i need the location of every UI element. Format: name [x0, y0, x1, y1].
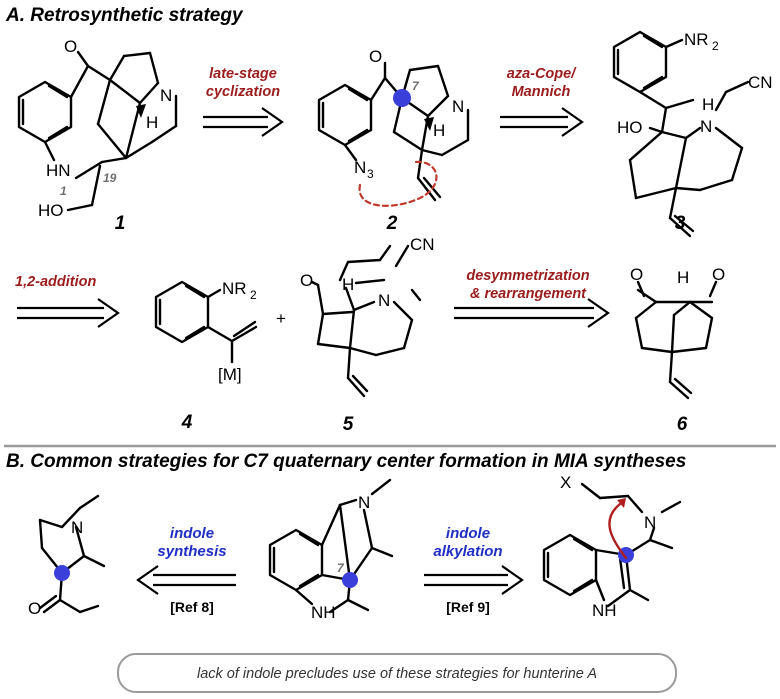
atom-label: CN — [410, 235, 435, 254]
compound-5-structure — [310, 244, 422, 398]
indole-right-structure — [542, 482, 682, 608]
compound-number-1: 1 — [115, 213, 126, 234]
compound-4-structure — [154, 280, 258, 364]
retro-arrows — [17, 107, 610, 595]
section-b-title: B. Common strategies for C7 quaternary c… — [6, 451, 686, 472]
atom-label: HN — [46, 161, 71, 180]
atom-label: N — [644, 513, 656, 532]
locant-n1: 1 — [60, 184, 67, 198]
locant-c7-b: 7 — [337, 561, 345, 575]
arrow4-label-line1: desymmetrization — [466, 268, 589, 284]
compound-3-structure — [612, 30, 750, 238]
atom-label: O — [369, 47, 382, 66]
compound-number-4: 4 — [181, 412, 193, 433]
b-arrow1-ref: [Ref 8] — [170, 599, 214, 615]
locant-c19: 19 — [103, 171, 117, 185]
arrow1-label-line2: cyclization — [206, 84, 280, 100]
atom-label: N — [378, 291, 390, 310]
c7-highlight-b-middle — [342, 572, 358, 588]
atom-label: O — [28, 599, 41, 618]
azide-subscript: 3 — [367, 167, 374, 181]
compound-number-3: 3 — [675, 213, 686, 234]
b-arrow1-label-line2: synthesis — [157, 543, 226, 560]
cyclization-indicator — [358, 160, 438, 207]
atom-label: CN — [748, 73, 773, 92]
note-text: lack of indole precludes use of these st… — [197, 666, 597, 682]
c7-highlight-b1 — [54, 565, 70, 581]
arrow1-label-line1: late-stage — [209, 66, 277, 82]
atom-label: N — [160, 86, 172, 105]
atom-label: HO — [38, 201, 64, 220]
atom-label: NR — [684, 30, 709, 49]
arrow2-label-line2: Mannich — [512, 84, 571, 100]
atom-label: O — [300, 271, 313, 290]
b-arrow2-label-line2: alkylation — [433, 543, 502, 560]
atom-label: H — [677, 268, 689, 287]
azide-label: N — [354, 158, 366, 177]
compound-1-structure — [17, 50, 178, 212]
atom-label: N — [452, 97, 464, 116]
c7-highlight-2 — [393, 89, 411, 107]
atom-label: H — [146, 113, 158, 132]
atom-label: HO — [617, 118, 643, 137]
alkylation-curved-arrow — [608, 502, 628, 560]
compound-2-structure — [317, 61, 470, 202]
locant-c7: 7 — [412, 79, 420, 93]
note-box — [117, 653, 677, 693]
compound-6-structure — [634, 280, 718, 400]
arrow2-label-line1: aza-Cope/ — [507, 66, 577, 82]
compound-number-6: 6 — [677, 414, 688, 435]
pyrrolidine-left-structure — [38, 494, 106, 614]
atom-label: NH — [592, 601, 617, 620]
atom-label: O — [64, 37, 77, 56]
atom-label: H — [342, 275, 354, 294]
atom-subscript: 2 — [250, 288, 257, 302]
atom-subscript: 2 — [712, 39, 719, 53]
b-arrow2-label-line1: indole — [446, 525, 490, 542]
atom-label: O — [712, 265, 725, 284]
compound-number-2: 2 — [386, 213, 398, 234]
arrow4-label-line2: & rearrangement — [470, 286, 587, 302]
atom-label: H — [433, 121, 445, 140]
plus-sign: + — [276, 309, 286, 328]
atom-label: X — [560, 473, 571, 492]
indoline-middle-structure — [268, 478, 394, 614]
metal-label: [M] — [218, 365, 242, 384]
atom-label: N — [71, 518, 83, 537]
atom-label: N — [700, 117, 712, 136]
b-arrow1-label-line1: indole — [170, 525, 214, 542]
arrow3-label: 1,2-addition — [15, 274, 97, 290]
atom-label: O — [630, 265, 643, 284]
atom-label: H — [702, 95, 714, 114]
atom-label: N — [358, 493, 370, 512]
compound-number-5: 5 — [343, 414, 354, 435]
section-a-title: A. Retrosynthetic strategy — [5, 5, 244, 26]
atom-label: NH — [311, 603, 336, 622]
atom-label: NR — [222, 279, 247, 298]
b-arrow2-ref: [Ref 9] — [446, 599, 490, 615]
